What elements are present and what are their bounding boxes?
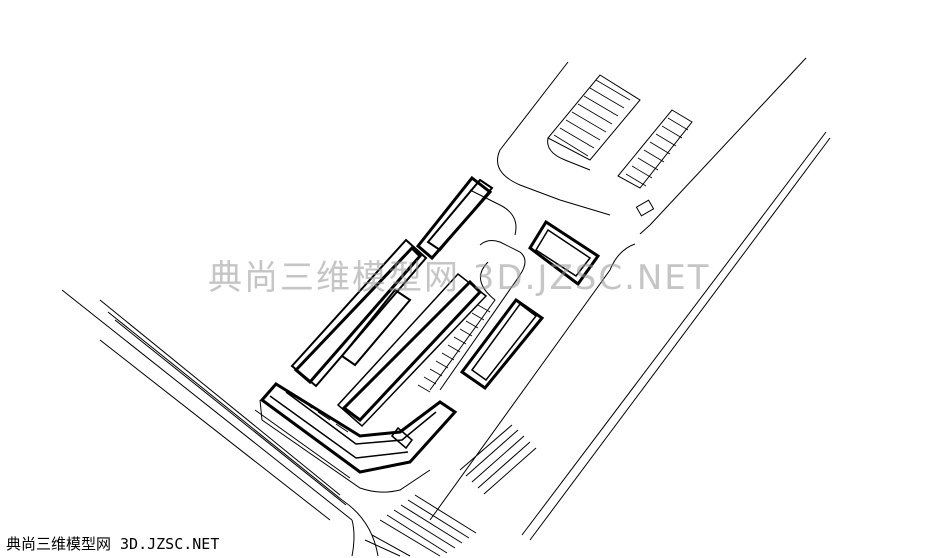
inner-loop-road: [429, 189, 526, 391]
building-e: [259, 382, 458, 474]
site-boundary: [254, 399, 431, 493]
building-b: [336, 272, 488, 428]
building-c: [459, 297, 545, 391]
building-d: [528, 219, 601, 287]
main-road: [429, 57, 831, 541]
parking-stripes-middle: [417, 304, 491, 393]
watermark-corner: 典尚三维模型网 3D.JZSC.NET: [6, 533, 220, 554]
left-road: [61, 289, 379, 557]
building-a: [290, 175, 494, 388]
parking-lot-north: [547, 74, 693, 217]
crosswalk: [364, 424, 537, 557]
